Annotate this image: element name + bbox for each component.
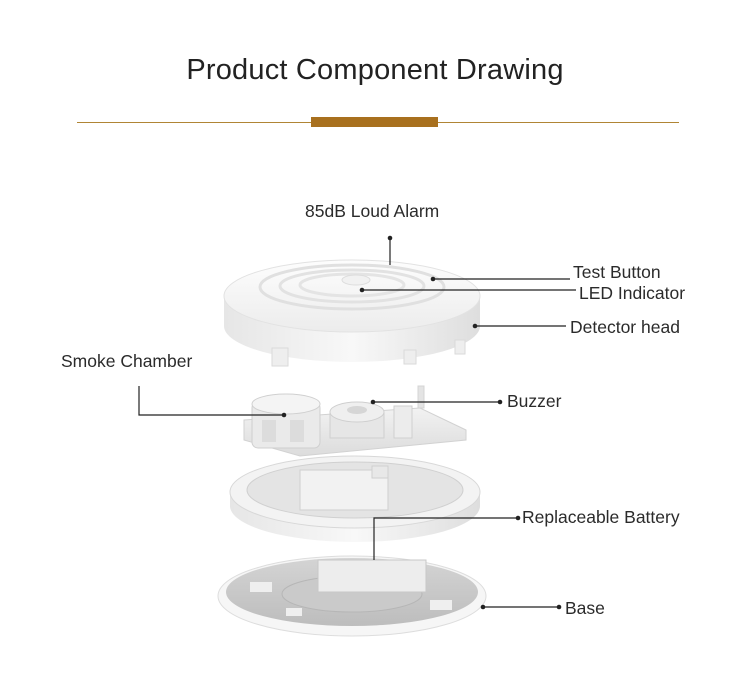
page-title: Product Component Drawing — [186, 54, 564, 86]
label-buzzer: Buzzer — [507, 391, 562, 411]
pcb-assembly-part — [243, 385, 467, 457]
label-base: Base — [565, 598, 605, 618]
callout-smoke-chamber — [138, 386, 287, 418]
label-replaceable-battery: Replaceable Battery — [522, 507, 680, 527]
label-led-indicator: LED Indicator — [579, 283, 686, 303]
callout-loud-alarm — [387, 235, 393, 265]
title-divider-accent — [311, 117, 438, 127]
label-loud-alarm: 85dB Loud Alarm — [305, 201, 440, 221]
label-smoke-chamber: Smoke Chamber — [61, 351, 193, 371]
label-test-button: Test Button — [573, 262, 661, 282]
base-plate-part — [217, 555, 487, 637]
callout-led-indicator — [359, 287, 576, 293]
callout-test-button — [430, 276, 570, 282]
detector-head-part — [223, 259, 481, 367]
callout-base — [480, 604, 562, 610]
callout-replaceable-battery — [373, 515, 521, 560]
label-detector-head: Detector head — [570, 317, 680, 337]
callout-detector-head — [472, 323, 566, 329]
callout-buzzer — [370, 399, 503, 405]
battery-housing-part — [229, 455, 481, 542]
